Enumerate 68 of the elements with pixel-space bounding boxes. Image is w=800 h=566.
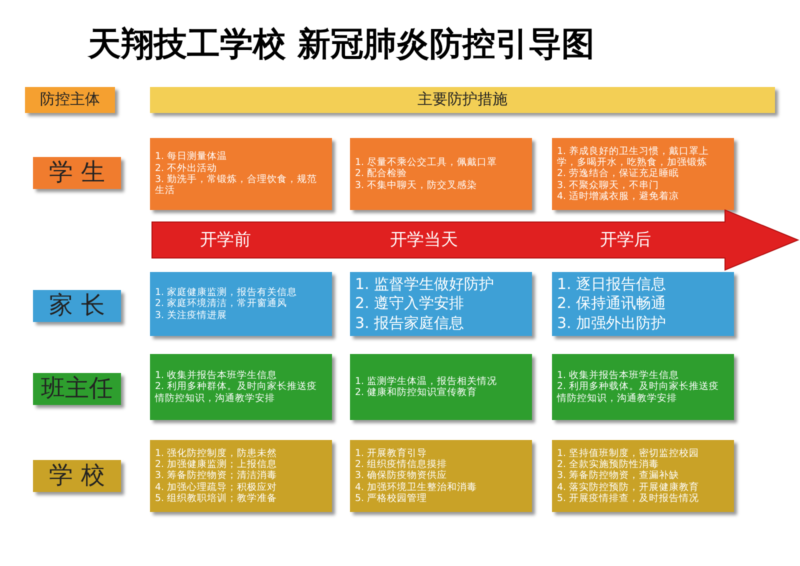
phase-label: 开学后 <box>600 229 651 251</box>
phase-label: 开学当天 <box>390 229 458 251</box>
measure-box <box>150 138 332 210</box>
measure-box <box>552 440 734 512</box>
measure-item: 3. 筹备防控物资，查漏补缺 <box>557 470 680 482</box>
measure-box <box>552 354 734 420</box>
measure-item: 3. 不集中聊天，防交叉感染 <box>355 180 478 192</box>
measure-box <box>150 272 332 336</box>
measure-item: 2. 组织疫情信息摸排 <box>355 458 448 470</box>
measure-item: 2. 配合检验 <box>355 168 408 180</box>
measure-item: 3. 报告家庭信息 <box>355 314 466 334</box>
row-title: 班主任 <box>40 373 114 404</box>
measure-item: 1. 逐日报告信息 <box>557 274 668 294</box>
phase-label: 开学前 <box>200 229 251 251</box>
measure-item: 5. 严格校园管理 <box>355 493 428 504</box>
row-label <box>33 157 121 189</box>
measure-item: 1. 开展教育引导 <box>355 448 428 459</box>
row-label <box>33 290 121 322</box>
measure-item: 3. 筹备防控物资；清洁消毒 <box>155 470 278 482</box>
measure-item: 4. 落实防控预防，开展健康教育 <box>557 482 700 493</box>
measure-item: 2. 利用多种群体。及时向家长推送疫情防控知识，沟通教学安排 <box>155 381 318 404</box>
measure-item: 3. 勤洗手，常锻炼，合理饮食，规范生活 <box>155 174 318 197</box>
measure-item: 1. 收集并报告本班学生信息 <box>155 370 278 381</box>
measure-box <box>552 138 734 210</box>
measure-item: 4. 加强心理疏导；积极应对 <box>155 482 278 493</box>
row-title: 家 长 <box>48 290 106 322</box>
header-text: 主要防护措施 <box>416 90 508 110</box>
measure-item: 2. 不外出活动 <box>155 162 218 174</box>
measure-item: 3. 关注疫情进展 <box>155 310 228 322</box>
measure-item: 1. 监测学生体温，报告相关情况 <box>355 376 498 387</box>
measure-item: 1. 收集并报告本班学生信息 <box>557 370 680 381</box>
measure-item: 2. 全款实施预防性消毒 <box>557 458 660 470</box>
measure-item: 2. 家庭环境清洁，常开窗通风 <box>155 298 288 310</box>
measure-box <box>350 138 532 210</box>
row-label <box>33 460 121 492</box>
measure-item: 1. 家庭健康监测，报告有关信息 <box>155 286 298 298</box>
measure-item: 3. 加强外出防护 <box>557 314 668 334</box>
measure-item: 2. 加强健康监测；上报信息 <box>155 458 278 470</box>
row-label <box>33 373 121 405</box>
header-bar <box>150 87 775 113</box>
measure-box <box>150 354 332 420</box>
measure-box <box>350 272 532 336</box>
measure-item: 1. 监督学生做好防护 <box>355 274 496 294</box>
measure-item: 4. 加强环境卫生整治和消毒 <box>355 482 478 493</box>
measure-item: 2. 劳逸结合，保证充足睡眠 <box>557 168 680 180</box>
header-text: 防控主体 <box>39 90 101 110</box>
measure-box <box>350 440 532 512</box>
measure-item: 2. 健康和防控知识宣传教育 <box>355 387 478 398</box>
measure-item: 3. 不聚众聊天，不串门 <box>557 180 660 191</box>
header-cell <box>25 87 115 113</box>
row-title: 学 校 <box>48 460 106 492</box>
row-title: 学 生 <box>48 157 106 188</box>
measure-item: 1. 每日测量体温 <box>155 151 228 163</box>
measure-item: 2. 遵守入学安排 <box>355 294 466 314</box>
measure-box <box>150 440 332 512</box>
measure-item: 1. 养成良好的卫生习惯，戴口罩上学，多喝开水，吃熟食，加强锻炼 <box>557 146 710 168</box>
measure-item: 3. 确保防疫物资供应 <box>355 470 448 482</box>
measure-item: 5. 开展疫情排查，及时报告情况 <box>557 493 700 504</box>
measure-item: 2. 保持通讯畅通 <box>557 294 668 314</box>
measure-item: 5. 组织教职培训；教学准备 <box>155 493 278 504</box>
title: 天翔技工学校 新冠肺炎防控引导图 <box>88 23 594 65</box>
measure-box <box>350 354 532 420</box>
measure-item: 1. 强化防控制度，防患未然 <box>155 448 278 459</box>
measure-item: 2. 利用多种载体。及时向家长推送疫情防控知识，沟通教学安排 <box>557 381 720 404</box>
measure-box <box>552 272 734 336</box>
measure-item: 1. 坚持值班制度，密切监控校园 <box>557 448 700 459</box>
measure-item: 1. 尽量不乘公交工具，佩戴口罩 <box>355 156 498 168</box>
measure-item: 4. 适时增减衣服，避免着凉 <box>557 191 680 202</box>
